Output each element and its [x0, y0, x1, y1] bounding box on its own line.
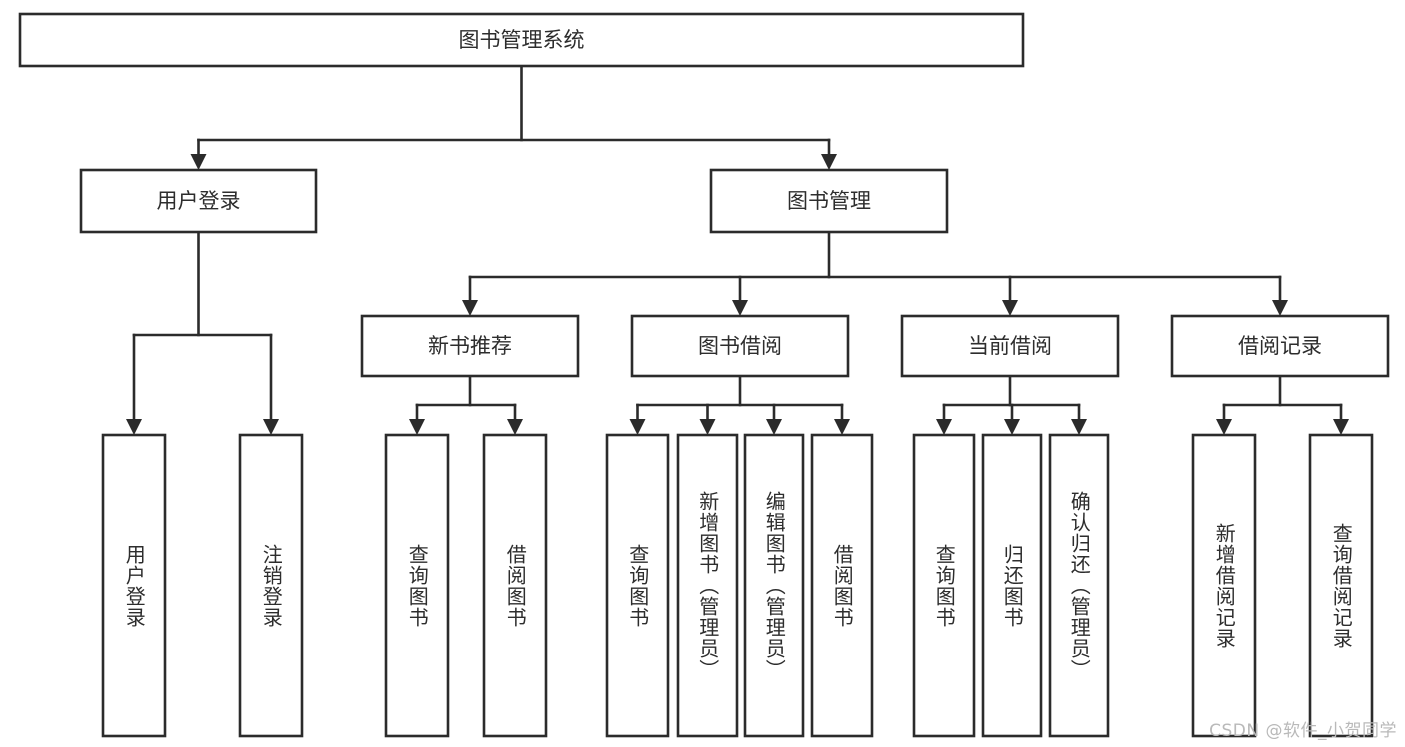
node-box-root[interactable] [18, 12, 1025, 68]
node-box-user-login[interactable] [79, 168, 318, 234]
node-box-leaf-borrow-book[interactable] [810, 433, 874, 738]
arrow-head-icon [1333, 419, 1349, 435]
node-box-leaf-query-borrow-record[interactable] [1308, 433, 1374, 738]
arrow-head-icon [263, 419, 279, 435]
arrow-head-icon [821, 154, 837, 170]
node-box-new-book-recommend[interactable] [360, 314, 580, 378]
node-box-leaf-user-login[interactable] [101, 433, 167, 738]
node-box-leaf-logout[interactable] [238, 433, 304, 738]
arrow-head-icon [462, 300, 478, 316]
node-box-leaf-edit-book-admin[interactable] [743, 433, 805, 738]
node-box-leaf-query-book-borrow[interactable] [605, 433, 670, 738]
node-label-root: 图书管理系统 [459, 28, 585, 52]
arrow-head-icon [190, 154, 207, 170]
node-label-book-management: 图书管理 [787, 189, 871, 213]
node-box-book-borrow[interactable] [630, 314, 850, 378]
arrow-head-icon [766, 419, 782, 435]
node-box-leaf-return-book[interactable] [981, 433, 1043, 738]
node-label-book-borrow: 图书借阅 [698, 334, 782, 358]
arrow-head-icon [507, 419, 523, 435]
arrow-head-icon [1272, 300, 1288, 316]
node-label-current-borrow: 当前借阅 [968, 334, 1052, 358]
node-label-user-login: 用户登录 [157, 189, 241, 213]
arrow-head-icon [1002, 300, 1018, 316]
arrow-head-icon [834, 419, 850, 435]
arrow-head-icon [409, 419, 425, 435]
arrow-head-icon [1071, 419, 1087, 435]
arrow-head-icon [1216, 419, 1232, 435]
connector-layer [126, 64, 1349, 435]
node-label-borrow-record: 借阅记录 [1238, 334, 1322, 358]
arrow-head-icon [936, 419, 952, 435]
node-box-layer [18, 12, 1390, 738]
node-box-leaf-add-borrow-record[interactable] [1191, 433, 1257, 738]
node-box-current-borrow[interactable] [900, 314, 1120, 378]
arrow-head-icon [126, 419, 142, 435]
arrow-head-icon [699, 419, 716, 435]
node-box-leaf-confirm-return-admin[interactable] [1048, 433, 1110, 738]
node-box-leaf-query-book-current[interactable] [912, 433, 976, 738]
node-box-book-management[interactable] [709, 168, 949, 234]
csdn-watermark: CSDN @软件_小贺同学 [1209, 721, 1397, 741]
arrow-head-icon [1004, 419, 1020, 435]
node-box-leaf-add-book-admin[interactable] [676, 433, 739, 738]
node-label-new-book-recommend: 新书推荐 [428, 334, 512, 358]
node-box-leaf-query-book-recommend[interactable] [384, 433, 450, 738]
arrow-head-icon [732, 300, 748, 316]
arrow-head-icon [629, 419, 646, 435]
node-box-leaf-borrow-book-recommend[interactable] [482, 433, 548, 738]
node-box-borrow-record[interactable] [1170, 314, 1390, 378]
